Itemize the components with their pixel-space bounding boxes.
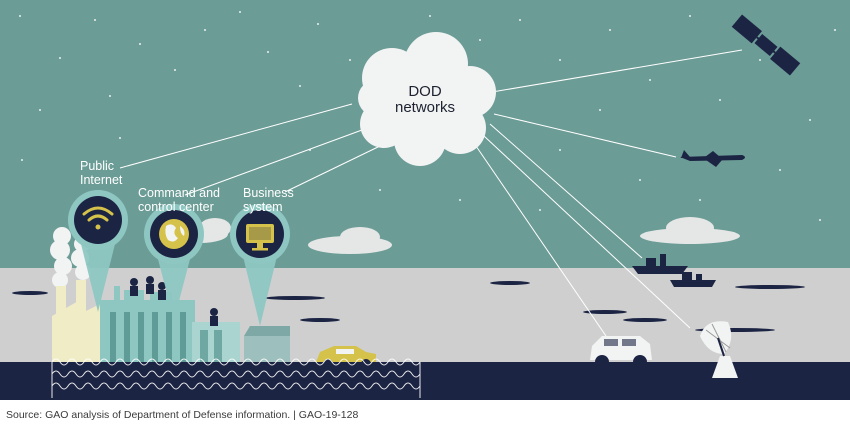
building-stripes xyxy=(110,312,186,362)
ship-icon xyxy=(632,254,716,287)
node-label-public-internet: Public Internet xyxy=(80,159,123,187)
dod-networks-label: DOD networks xyxy=(394,83,456,116)
cloud-small-mid xyxy=(308,227,392,254)
globe-icon xyxy=(159,219,189,249)
cloud-small-right xyxy=(640,217,740,244)
wifi-icon xyxy=(82,206,114,230)
stars xyxy=(19,11,836,221)
factory xyxy=(52,280,108,362)
barbed-wire-fence xyxy=(51,358,421,398)
pin-public-internet xyxy=(68,190,128,312)
business-building xyxy=(192,322,290,362)
connection-lines xyxy=(119,49,743,337)
airplane-icon xyxy=(680,150,745,167)
ground-navy-band xyxy=(0,362,850,400)
soldiers xyxy=(130,276,218,326)
monitor-icon xyxy=(246,224,274,251)
satellite-icon xyxy=(731,14,801,76)
footer xyxy=(0,400,850,425)
car-icon xyxy=(316,346,376,369)
node-label-command-control: Command and control center xyxy=(138,186,220,214)
dod-networks-cloud xyxy=(358,32,496,166)
armored-vehicle-icon xyxy=(590,336,652,369)
source-note: Source: GAO analysis of Department of De… xyxy=(6,409,359,421)
node-label-business-system: Business system xyxy=(243,186,294,214)
radar-dish-icon xyxy=(700,321,738,378)
